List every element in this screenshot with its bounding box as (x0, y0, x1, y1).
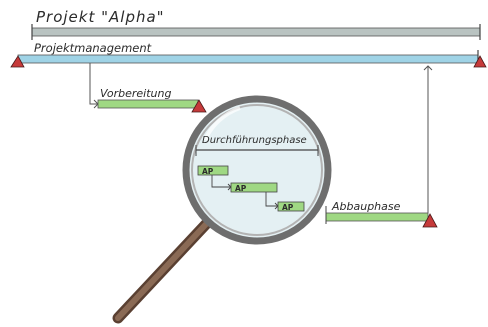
work-package-3-label: AP (282, 203, 294, 212)
work-package-2: AP (230, 182, 278, 193)
teardown-label: Abbauphase (331, 200, 401, 213)
management-bar-fill (17, 54, 479, 64)
management-label: Projektmanagement (34, 41, 152, 55)
work-package-1: AP (197, 165, 229, 176)
milestone-end-marker (473, 55, 487, 68)
handle-highlight (115, 219, 211, 321)
teardown-phase: Abbauphase (325, 200, 438, 228)
project-bar: Projekt "Alpha" (31, 8, 481, 40)
connector-teardown-arrow (423, 65, 433, 71)
work-package-1-bar (197, 165, 229, 176)
preparation-bar-fill (97, 99, 199, 109)
lens-glare (203, 106, 241, 141)
preparation-label: Vorbereitung (100, 87, 171, 100)
work-package-3: AP (277, 201, 305, 212)
execution-label: Durchführungsphase (202, 135, 307, 146)
magnifier-handle (112, 216, 214, 324)
work-package-link-2 (265, 192, 278, 207)
work-package-2-label: AP (235, 184, 247, 193)
milestone-preparation-marker (191, 99, 207, 113)
work-package-2-bar (230, 182, 278, 193)
management-bar: Projektmanagement (10, 41, 487, 68)
work-package-link-1 (211, 175, 231, 188)
connector-prep (89, 63, 98, 105)
project-bar-fill (31, 27, 481, 37)
work-package-1-label: AP (202, 167, 214, 176)
lens-rim-inner (191, 104, 323, 236)
teardown-bar-fill (325, 212, 429, 222)
execution-phase: Durchführungsphase (195, 135, 319, 156)
work-package-3-bar (277, 201, 305, 212)
preparation-phase: Vorbereitung (97, 87, 207, 113)
milestone-start-marker (10, 55, 25, 68)
project-title: Projekt "Alpha" (36, 8, 165, 26)
milestone-teardown-marker (422, 213, 438, 228)
